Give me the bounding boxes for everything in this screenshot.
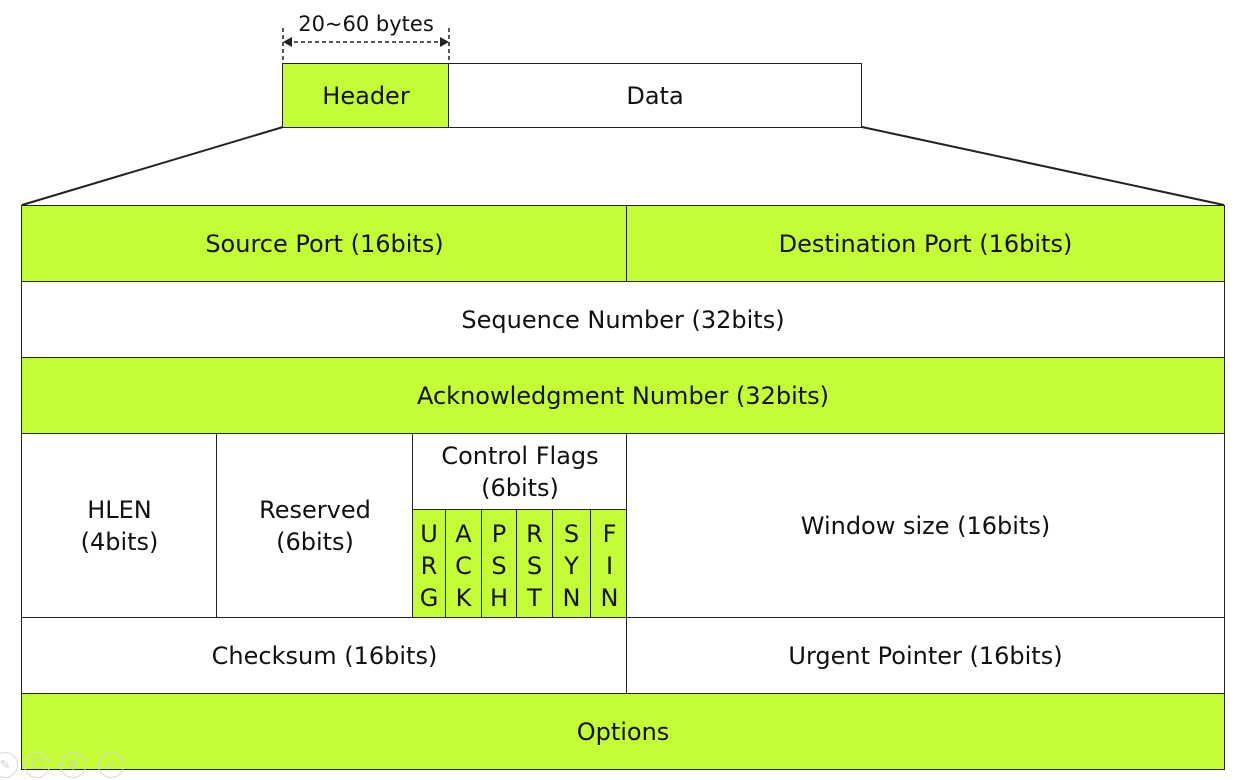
reserved-bits: (6bits) bbox=[276, 527, 354, 556]
flag-syn-letter: Y bbox=[564, 551, 579, 580]
reserved-label: Reserved bbox=[259, 495, 371, 524]
control-flags-label: Control Flags bbox=[441, 442, 599, 470]
flag-psh-letter: H bbox=[489, 583, 509, 612]
control-flags-field: Control Flags (6bits) bbox=[412, 433, 628, 511]
control-flags-bits: (6bits) bbox=[481, 474, 559, 502]
flag-rst-letter: S bbox=[526, 551, 543, 580]
flag-urg-letter: U bbox=[420, 519, 438, 548]
reserved-field: Reserved (6bits) bbox=[216, 433, 414, 618]
expansion-line-left bbox=[21, 126, 284, 206]
hlen-field: HLEN (4bits) bbox=[21, 433, 218, 618]
flag-fin-letter: N bbox=[600, 583, 619, 612]
flag-rst-letter: T bbox=[527, 583, 542, 612]
flag-urg-letter: R bbox=[420, 551, 438, 580]
hlen-label: HLEN bbox=[87, 495, 152, 524]
hlen-bits: (4bits) bbox=[80, 527, 159, 556]
flag-fin-letter: I bbox=[605, 551, 614, 580]
flag-syn-letter: S bbox=[563, 519, 580, 548]
urgent-pointer-field: Urgent Pointer (16bits) bbox=[626, 617, 1225, 694]
window-size-field: Window size (16bits) bbox=[626, 433, 1225, 618]
options-field: Options bbox=[21, 693, 1225, 770]
flag-ack-letter: K bbox=[455, 583, 472, 612]
pen-icon[interactable]: ✎ bbox=[0, 752, 18, 778]
more-icon[interactable]: ⋯ bbox=[98, 752, 124, 778]
flag-ack-letter: C bbox=[455, 551, 472, 580]
flag-syn-letter: N bbox=[562, 583, 581, 612]
size-arrow-head-left bbox=[283, 37, 292, 47]
copy-icon[interactable]: ❐ bbox=[24, 752, 50, 778]
sequence-number-field: Sequence Number (32bits) bbox=[21, 281, 1225, 358]
checksum-field: Checksum (16bits) bbox=[21, 617, 628, 694]
segment-data: Data bbox=[448, 63, 862, 128]
flag-psh-letter: P bbox=[491, 519, 507, 548]
flag-psh-letter: S bbox=[491, 551, 507, 580]
flag-ack-letter: A bbox=[455, 519, 472, 548]
source-port-field: Source Port (16bits) bbox=[21, 205, 628, 282]
destination-port-field: Destination Port (16bits) bbox=[626, 205, 1225, 282]
segment-header: Header bbox=[282, 63, 450, 128]
flag-rst-letter: R bbox=[526, 519, 543, 548]
zoom-icon[interactable]: ⚲ bbox=[60, 752, 86, 778]
size-label: 20~60 bytes bbox=[298, 12, 434, 36]
flag-urg-letter: G bbox=[419, 583, 439, 612]
size-arrow-head-right bbox=[440, 37, 449, 47]
flag-fin-letter: F bbox=[602, 519, 617, 548]
ack-number-field: Acknowledgment Number (32bits) bbox=[21, 357, 1225, 434]
viewer-toolbar: ✎ ❐ ⚲ ⋯ bbox=[0, 748, 140, 780]
expansion-line-right bbox=[861, 126, 1225, 206]
